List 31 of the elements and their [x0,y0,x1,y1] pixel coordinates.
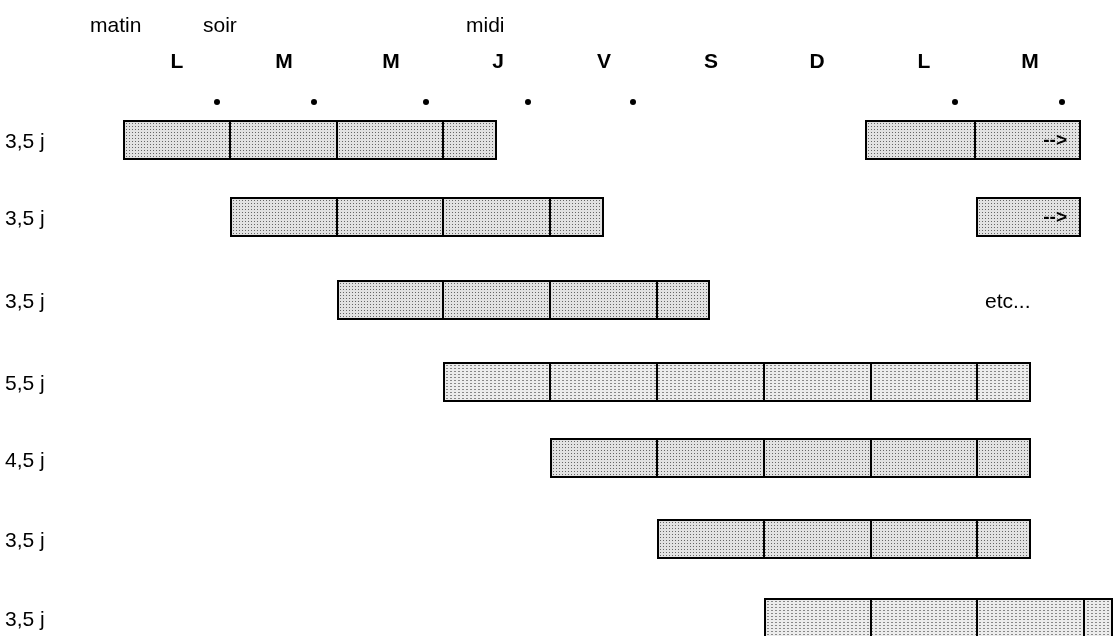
time-of-day-label: midi [466,14,505,35]
duration-label: 4,5 j [5,449,45,470]
weekday-label: D [809,50,825,71]
continuation-arrow-text: --> [1043,206,1067,228]
weekday-label: S [704,50,718,71]
duration-label: 3,5 j [5,207,45,228]
weekday-label: M [1021,50,1039,71]
schedule-bar [865,120,1081,160]
schedule-bar [550,438,1031,478]
note-text: etc... [985,290,1031,311]
duration-label: 3,5 j [5,290,45,311]
weekday-label: L [917,50,931,71]
weekday-label: V [597,50,611,71]
duration-label: 3,5 j [5,529,45,550]
duration-label: 3,5 j [5,608,45,629]
weekday-label: L [170,50,184,71]
schedule-bar [229,197,604,237]
schedule-bar [336,280,711,320]
weekday-label: M [275,50,293,71]
duration-label: 3,5 j [5,130,45,151]
time-of-day-label: matin [90,14,142,35]
weekday-label: J [492,50,504,71]
schedule-bar [443,362,1031,402]
schedule-bar [763,598,1113,636]
schedule-bar [976,197,1081,237]
weekday-label: M [382,50,400,71]
schedule-bar [123,120,497,160]
schedule-bar [657,519,1031,559]
time-of-day-label: soir [203,14,237,35]
duration-label: 5,5 j [5,372,45,393]
continuation-arrow-text: --> [1043,129,1067,151]
